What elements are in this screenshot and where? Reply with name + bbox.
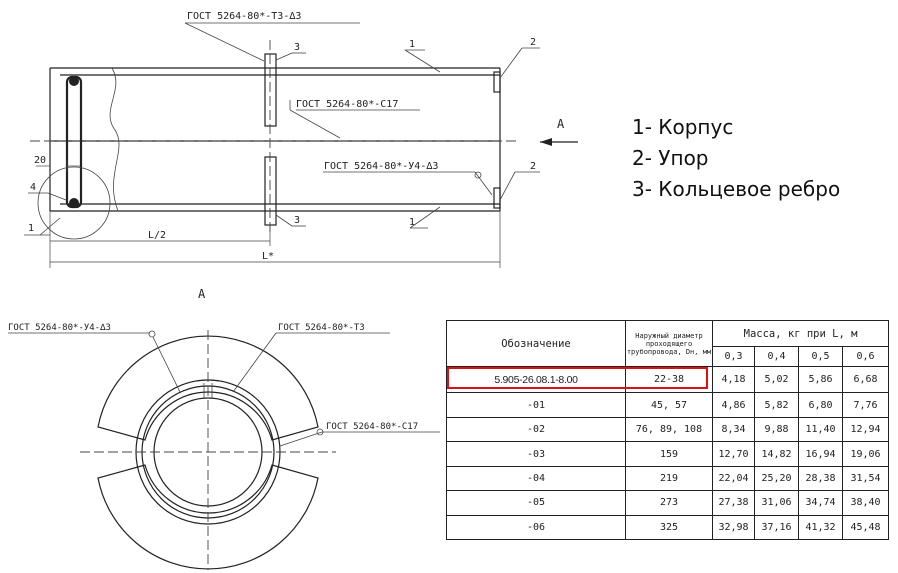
header-diameter: Наружный диаметр проходящего трубопровод… xyxy=(625,320,713,367)
row-mass: 9,88 xyxy=(754,416,799,443)
legend-item-body: 1- Корпус xyxy=(632,115,734,139)
row-code: -04 xyxy=(446,465,626,492)
table-row: -05 273 27,38 31,06 34,74 38,40 xyxy=(446,490,890,516)
view-arrow-label: А xyxy=(557,117,565,131)
row-mass: 25,20 xyxy=(754,465,799,492)
row-code: -01 xyxy=(446,392,626,418)
header-mass: Масса, кг при L, м xyxy=(711,320,890,347)
row-mass: 45,48 xyxy=(841,514,890,541)
ring-ribs xyxy=(264,40,277,235)
callout-4: 4 xyxy=(30,182,36,193)
row-mass: 7,76 xyxy=(841,392,890,418)
dim-l-total-label: L* xyxy=(262,251,274,262)
row-mass: 5,02 xyxy=(754,365,799,394)
row-mass: 31,54 xyxy=(841,465,890,492)
gost-t3-delta3-label: ГОСТ 5264-80*-Т3-∆3 xyxy=(187,11,301,22)
row-mass: 5,82 xyxy=(754,392,799,418)
row-mass: 28,38 xyxy=(798,465,843,492)
highlight-box xyxy=(447,367,708,389)
header-length: 0,3 xyxy=(712,346,755,367)
row-mass: 27,38 xyxy=(712,490,755,516)
row-mass: 8,34 xyxy=(712,416,755,443)
table-row: -01 45, 57 4,86 5,82 6,80 7,76 xyxy=(446,392,890,418)
row-mass: 5,86 xyxy=(798,365,843,394)
row-code: -06 xyxy=(446,514,626,541)
gost-u4-delta3-label: ГОСТ 5264-80*-У4-∆3 xyxy=(324,161,438,172)
row-mass: 38,40 xyxy=(841,490,890,516)
row-mass: 32,98 xyxy=(712,514,755,541)
row-code: -02 xyxy=(446,416,626,443)
callout-1-top: 1 xyxy=(409,39,415,50)
section-label: А xyxy=(198,287,206,301)
row-diameter: 273 xyxy=(625,490,713,516)
row-mass: 11,40 xyxy=(798,416,843,443)
row-mass: 4,86 xyxy=(712,392,755,418)
left-end-plate xyxy=(37,75,111,240)
header-length: 0,4 xyxy=(754,346,799,367)
row-mass: 41,32 xyxy=(798,514,843,541)
legend-item-stop: 2- Упор xyxy=(632,146,709,170)
table-row: -03 159 12,70 14,82 16,94 19,06 xyxy=(446,441,890,467)
callout-3-top: 3 xyxy=(294,42,300,53)
row-diameter: 219 xyxy=(625,465,713,492)
row-mass: 6,68 xyxy=(841,365,890,394)
callout-3-bottom: 3 xyxy=(294,215,300,226)
row-mass: 19,06 xyxy=(841,441,890,467)
legend-item-ring-rib: 3- Кольцевое ребро xyxy=(632,177,841,201)
callout-1-left: 1 xyxy=(28,223,34,234)
gost-c17-label: ГОСТ 5264-80*-С17 xyxy=(296,99,398,110)
dim-l-half-label: L/2 xyxy=(148,230,166,241)
row-mass: 22,04 xyxy=(712,465,755,492)
table-row: -04 219 22,04 25,20 28,38 31,54 xyxy=(446,465,890,492)
row-mass: 16,94 xyxy=(798,441,843,467)
annotation-leaders xyxy=(24,22,578,236)
row-mass: 4,18 xyxy=(712,365,755,394)
callout-1-bottom: 1 xyxy=(409,217,415,228)
sleeve-elevation xyxy=(30,67,520,212)
dimensions xyxy=(36,160,501,268)
row-mass: 12,94 xyxy=(841,416,890,443)
section-view-a xyxy=(8,330,440,570)
row-diameter: 76, 89, 108 xyxy=(625,416,713,443)
row-mass: 6,80 xyxy=(798,392,843,418)
row-diameter: 159 xyxy=(625,441,713,467)
row-mass: 37,16 xyxy=(754,514,799,541)
header-length: 0,5 xyxy=(798,346,843,367)
gost-t3-section-label: ГОСТ 5264-80*-Т3 xyxy=(278,323,365,333)
table-row: -06 325 32,98 37,16 41,32 45,48 xyxy=(446,514,890,541)
row-code: -05 xyxy=(446,490,626,516)
row-mass: 12,70 xyxy=(712,441,755,467)
dim-20-label: 20 xyxy=(34,155,46,166)
header-designation: Обозначение xyxy=(446,320,626,367)
header-length: 0,6 xyxy=(841,346,890,367)
row-code: -03 xyxy=(446,441,626,467)
row-diameter: 45, 57 xyxy=(625,392,713,418)
table-row: -02 76, 89, 108 8,34 9,88 11,40 12,94 xyxy=(446,416,890,443)
callout-2-bottom: 2 xyxy=(530,161,536,172)
callout-2-top: 2 xyxy=(530,37,536,48)
mass-table: Обозначение Наружный диаметр проходящего… xyxy=(446,320,890,541)
row-mass: 31,06 xyxy=(754,490,799,516)
row-mass: 14,82 xyxy=(754,441,799,467)
gost-u4-delta3-section-label: ГОСТ 5264-80*-У4-∆3 xyxy=(8,323,111,333)
legend: 1- Корпус 2- Упор 3- Кольцевое ребро xyxy=(632,112,840,205)
row-diameter: 325 xyxy=(625,514,713,541)
gost-c17-section-label: ГОСТ 5264-80*-С17 xyxy=(326,422,418,432)
row-mass: 34,74 xyxy=(798,490,843,516)
